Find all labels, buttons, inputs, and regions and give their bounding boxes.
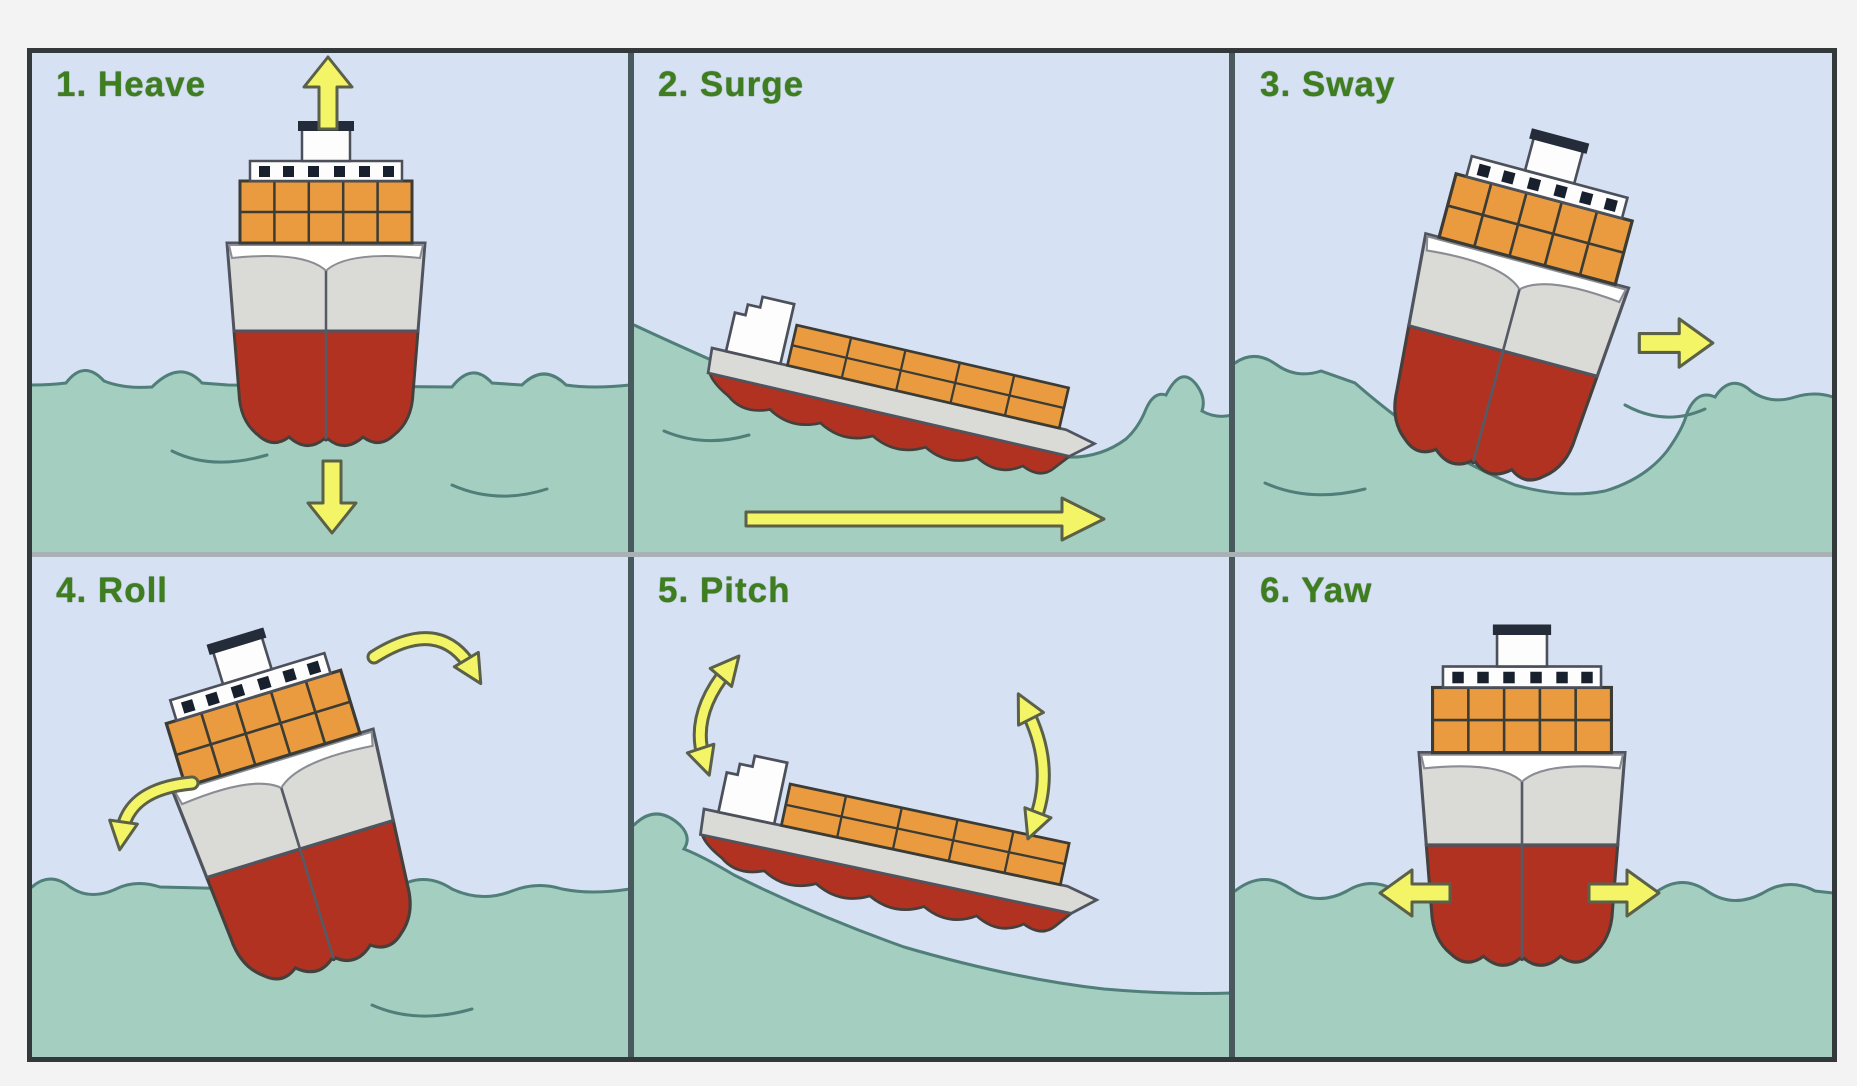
ship-motions-diagram: 1. Heave 2. Surge 3. Sway 4. Roll 5. Pit… (27, 48, 1837, 1062)
panel-heave (32, 53, 630, 553)
wave-squiggle (170, 449, 269, 464)
curved-double-arrow-right (1004, 685, 1053, 846)
water (634, 814, 1232, 1057)
wave-squiggle (450, 483, 549, 498)
water (1235, 356, 1832, 553)
waterline (32, 369, 630, 389)
wave-squiggle (370, 1003, 474, 1018)
panel-pitch (634, 557, 1232, 1057)
diagram-canvas (32, 53, 1832, 1057)
horizontal-divider (32, 552, 1832, 557)
water (1235, 879, 1832, 1057)
panel-surge (634, 53, 1232, 553)
water (32, 879, 630, 1057)
curved-arrow-down-right (366, 631, 495, 693)
curved-double-arrow-left (685, 645, 752, 781)
ship-bow-view (1417, 622, 1627, 967)
wave-squiggle (662, 429, 751, 443)
wave-squiggle (1263, 481, 1367, 497)
curved-arrow-down-left (104, 775, 200, 854)
panel-sway (1235, 53, 1832, 553)
waterline (1235, 355, 1832, 496)
panel-yaw (1235, 557, 1832, 1057)
ship-bow-view (225, 119, 427, 448)
panel-roll (32, 557, 630, 1057)
waterline (634, 812, 1232, 995)
wave-squiggle (1623, 403, 1707, 419)
